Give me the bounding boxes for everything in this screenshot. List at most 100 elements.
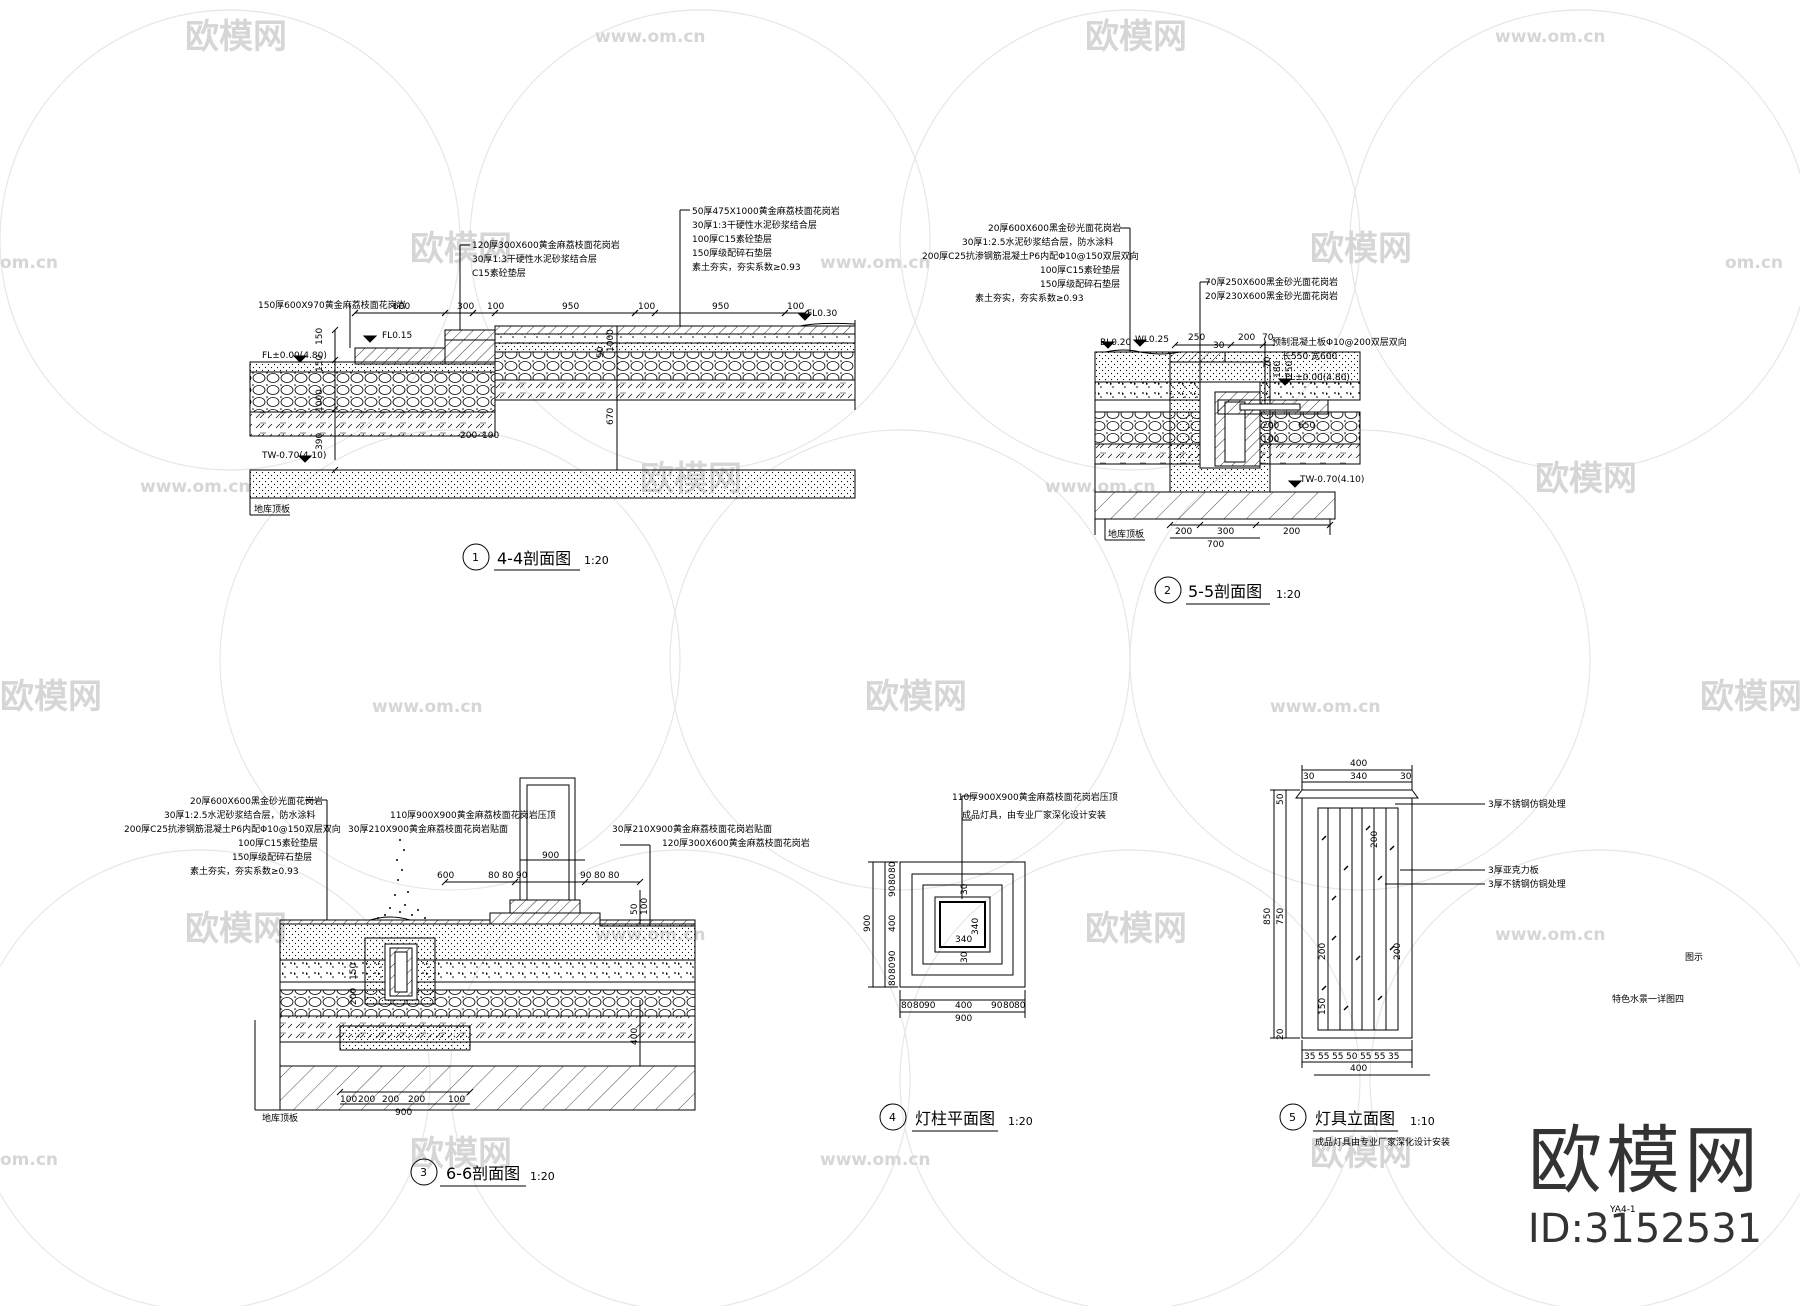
drawing-number: 1 <box>472 551 479 564</box>
note-text: 100厚C15素砼垫层 <box>1040 264 1120 276</box>
watermark-url: www.om.cn <box>1495 925 1606 945</box>
note-text: 30厚1:2.5水泥砂浆结合层，防水涂料 <box>962 236 1114 248</box>
sheet-title: 特色水景一详图四 <box>1612 993 1684 1005</box>
watermark-url: www.om.cn <box>140 477 251 497</box>
note-text: 3厚不锈钢仿铜处理 <box>1488 798 1566 810</box>
drawing-scale: 1:20 <box>1008 1115 1033 1128</box>
dim-text: 30 <box>960 951 970 963</box>
level-text: FL±0.00(4.80) <box>262 351 327 361</box>
dim-text: 90 <box>924 1001 936 1011</box>
dim-text: 80 <box>913 1001 925 1011</box>
dim-text: 30 <box>1213 341 1225 351</box>
note-text: 素土夯实，夯实系数≥0.93 <box>190 865 299 877</box>
dim-text: 80 <box>608 871 620 881</box>
note-text: 成品灯具由专业厂家深化设计安装 <box>1315 1136 1450 1148</box>
dim-text: 200 <box>1318 943 1328 960</box>
dim-text: 50 <box>1346 1052 1358 1062</box>
dim-text: 100 <box>448 1095 465 1105</box>
note-text: 20厚230X600黑金砂光面花岗岩 <box>1205 290 1338 302</box>
drawing-scale: 1:20 <box>584 554 609 567</box>
note-text: 110厚900X900黄金麻荔枝面花岗岩压顶 <box>952 791 1118 803</box>
note-text: 100厚C15素砼垫层 <box>238 837 318 849</box>
note-text: 100厚C15素砼垫层 <box>692 233 772 245</box>
note-text: 70厚250X600黑金砂光面花岗岩 <box>1205 276 1338 288</box>
dim-text: 400 <box>888 915 898 932</box>
dim-text: 70 <box>1263 356 1273 368</box>
note-text: 30厚1:3干硬性水泥砂浆结合层 <box>472 253 597 265</box>
dim-text: 670 <box>606 408 616 425</box>
dim-text: 200 <box>1175 527 1192 537</box>
dim-text: 400 <box>1350 759 1367 769</box>
dim-text: 90 <box>516 871 528 881</box>
note-text: 20厚600X600黑金砂光面花岗岩 <box>190 795 323 807</box>
note-text: 50厚475X1000黄金麻荔枝面花岗岩 <box>692 205 840 217</box>
note-text: 120厚300X600黄金麻荔枝面花岗岩 <box>662 837 810 849</box>
watermark-url: www.om.cn <box>1495 27 1606 47</box>
drawing-scale: 1:20 <box>1276 588 1301 601</box>
dim-text: 200 <box>1393 943 1403 960</box>
drawing-scale: 1:10 <box>1410 1115 1435 1128</box>
dim-text: 900 <box>542 851 559 861</box>
dim-text: 200 <box>408 1095 425 1105</box>
dim-text: 200 <box>1238 333 1255 343</box>
level-text: WL0.25 <box>1135 335 1169 345</box>
watermark-url: om.cn <box>0 1150 58 1170</box>
level-text: TW-0.70(4.10) <box>1299 475 1364 485</box>
note-text: 150厚级配碎石垫层 <box>1040 278 1120 290</box>
brand-block: 欧模网 ID:3152531 <box>1500 1118 1790 1254</box>
dim-text: 750 <box>1276 908 1286 925</box>
section-6-6 <box>254 777 696 1111</box>
lamp-post-plan <box>868 795 1026 1018</box>
watermark-brand: 欧模网 <box>410 229 512 269</box>
watermark-brand: 欧模网 <box>865 677 967 717</box>
drawing-number: 3 <box>420 1166 427 1179</box>
note-text: 30厚210X900黄金麻荔枝面花岗岩贴面 <box>612 823 772 835</box>
dim-text: 200 <box>349 988 359 1005</box>
watermark-url: www.om.cn <box>820 1150 931 1170</box>
dim-text: 55 <box>1374 1052 1385 1062</box>
lamp-post-plan-labels: 110厚900X900黄金麻荔枝面花岗岩压顶 成品灯具，由专业厂家深化设计安装 … <box>863 791 1118 1024</box>
dim-text: 55 <box>1332 1052 1343 1062</box>
watermark-brand: 欧模网 <box>185 17 287 57</box>
drawing-number: 2 <box>1164 584 1171 597</box>
dim-text: 150 <box>349 963 359 980</box>
dim-text: 50 <box>1276 793 1286 805</box>
section-4-4-labels: 150厚600X970黄金麻荔枝面花岗岩 120厚300X600黄金麻荔枝面花岗… <box>254 205 840 515</box>
dim-text: 200 <box>1283 527 1300 537</box>
note-text: 200厚C25抗渗钢筋混凝土P6内配Φ10@150双层双向 <box>922 250 1139 262</box>
note-text: 110厚900X900黄金麻荔枝面花岗岩压顶 <box>390 809 556 821</box>
dim-text: 80 <box>888 962 898 974</box>
dim-text: 100 <box>640 898 650 915</box>
dim-text: 400 <box>630 1028 640 1045</box>
dim-text: 340 <box>971 918 981 935</box>
dim-text: 180 <box>1273 361 1283 378</box>
note-text: 200厚C25抗渗钢筋混凝土P6内配Φ10@150双层双向 <box>124 823 341 835</box>
watermark-url: www.om.cn <box>1270 697 1381 717</box>
dim-text: 900 <box>863 915 873 932</box>
dim-text: 100 <box>1262 435 1279 445</box>
note-text: 3厚不锈钢仿铜处理 <box>1488 878 1566 890</box>
drawing-title: 4-4剖面图 <box>497 549 571 568</box>
dim-text: 90 <box>580 871 592 881</box>
drawing-number: 4 <box>889 1111 896 1124</box>
watermark-brand: 欧模网 <box>0 677 102 717</box>
level-text: BL0.20 <box>1100 338 1132 348</box>
dim-text: 700 <box>1207 540 1224 550</box>
dim-text: 900 <box>955 1014 972 1024</box>
dim-text: 600 <box>437 871 454 881</box>
title-5-5: 2 5-5剖面图 1:20 <box>1154 576 1301 605</box>
dim-text: 100 <box>787 302 804 312</box>
drawing-title: 灯柱平面图 <box>915 1109 995 1128</box>
dim-text: 300 <box>457 302 474 312</box>
section-5-5-labels: 20厚600X600黑金砂光面花岗岩 30厚1:2.5水泥砂浆结合层，防水涂料 … <box>922 222 1407 550</box>
dim-text: 300 <box>1217 527 1234 537</box>
dim-text: 35 <box>1388 1052 1399 1062</box>
dim-text: 80 <box>888 974 898 986</box>
dim-text: 100 <box>638 302 655 312</box>
dim-text: 850 <box>1263 908 1273 925</box>
dim-text: 80 <box>901 1001 913 1011</box>
sheet-number: YA4-1 <box>1609 1205 1636 1215</box>
note-text: C15素砼垫层 <box>472 267 526 279</box>
dim-text: 200 <box>1370 831 1380 848</box>
brand-name: 欧模网 <box>1528 1118 1762 1204</box>
